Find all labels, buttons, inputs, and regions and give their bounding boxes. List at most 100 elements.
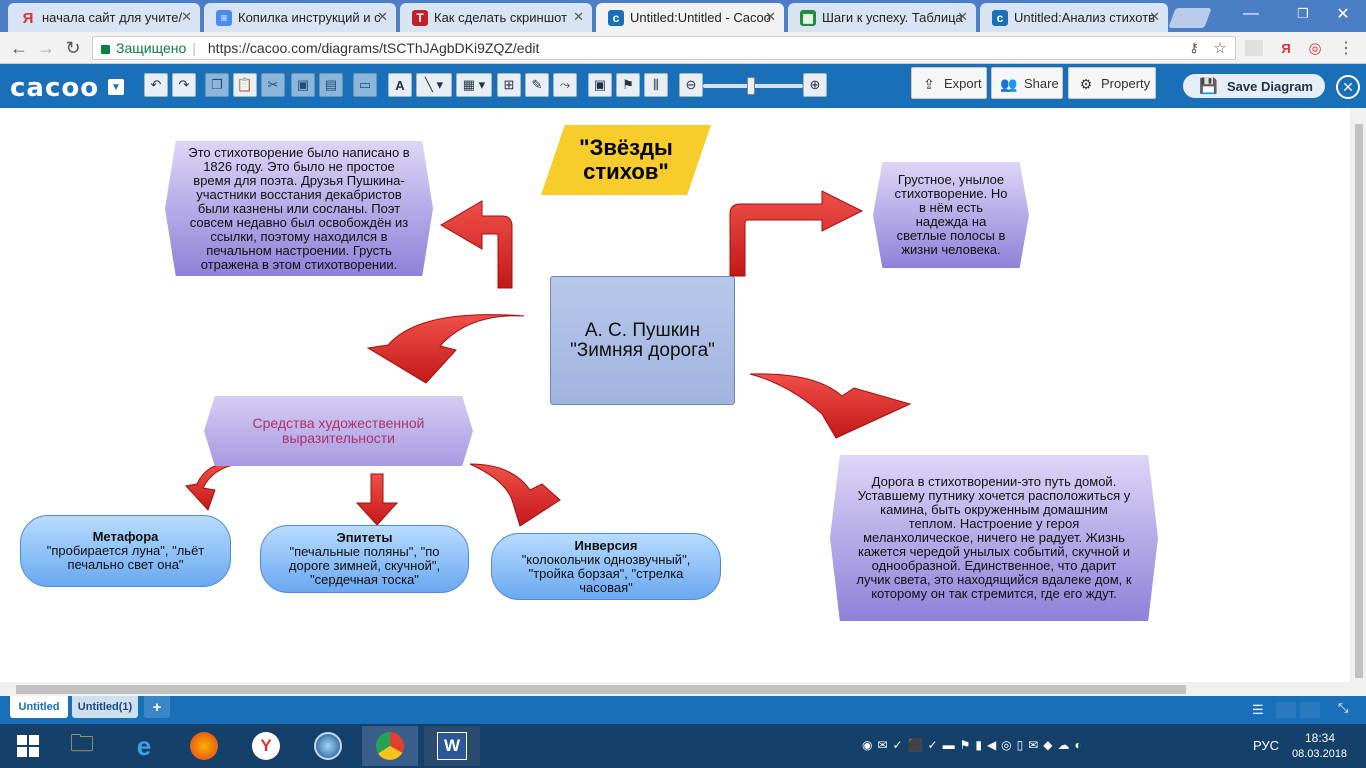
- browser-tab-6[interactable]: c Untitled:Анализ стихотв ✕: [980, 3, 1168, 32]
- sheet-tab-untitled[interactable]: Untitled: [10, 696, 68, 718]
- bookmark-star-icon[interactable]: ☆: [1213, 40, 1227, 57]
- close-editor-icon[interactable]: ✕: [1336, 75, 1360, 99]
- table-tool-icon[interactable]: ⊞: [497, 73, 521, 97]
- sheet-list-icon[interactable]: ☰: [1252, 702, 1264, 717]
- fullscreen-icon[interactable]: ⤡: [1338, 700, 1349, 715]
- firefox-icon[interactable]: [176, 726, 232, 766]
- yandex-favicon-icon: Я: [22, 9, 34, 27]
- close-tab-icon[interactable]: ✕: [1149, 9, 1160, 24]
- arrow-to-epithets[interactable]: [355, 473, 399, 526]
- url-field[interactable]: Защищено | https://cacoo.com/diagrams/tS…: [92, 36, 1236, 60]
- key-icon[interactable]: ⚷: [1189, 40, 1199, 55]
- docs-favicon-icon: ≡: [216, 10, 232, 26]
- undo-icon[interactable]: ↶: [144, 73, 168, 97]
- forward-arrow-icon[interactable]: →: [37, 37, 55, 58]
- means-of-expression[interactable]: Средства художественной выразительности: [204, 396, 473, 466]
- browser-tab-4-active[interactable]: c Untitled:Untitled - Cacoo ✕: [596, 3, 784, 32]
- menu-dots-icon[interactable]: ⋮: [1338, 40, 1354, 57]
- browser-tab-3[interactable]: T Как сделать скриншот ✕: [400, 3, 592, 32]
- redo-icon[interactable]: ↷: [172, 73, 196, 97]
- browser-tab-5[interactable]: ▦ Шаги к успеху. Таблица ✕: [788, 3, 976, 32]
- line-tool-icon[interactable]: ╲ ▾: [416, 73, 452, 97]
- close-tab-icon[interactable]: ✕: [957, 9, 968, 24]
- yandex-extension-icon[interactable]: Я: [1281, 40, 1291, 56]
- stencil-icon[interactable]: ▣: [588, 73, 612, 97]
- ungroup-icon[interactable]: ▤: [319, 73, 343, 97]
- new-tab-button[interactable]: [1168, 8, 1212, 28]
- arrow-to-history[interactable]: [440, 200, 513, 289]
- language-indicator[interactable]: РУС: [1253, 738, 1280, 753]
- close-tab-icon[interactable]: ✕: [377, 9, 388, 24]
- arrow-to-means[interactable]: [366, 314, 525, 384]
- browser-tab-1[interactable]: Я начала сайт для учите/ ✕: [8, 3, 200, 32]
- copy-icon[interactable]: ❐: [205, 73, 229, 97]
- chrome-icon[interactable]: [362, 726, 418, 766]
- target-extension-icon[interactable]: ◎: [1308, 40, 1322, 57]
- connector-tool-icon[interactable]: ⤳: [553, 73, 577, 97]
- export-label: Export: [944, 75, 982, 91]
- vertical-scroll-thumb[interactable]: [1355, 124, 1363, 678]
- share-label: Share: [1024, 75, 1059, 91]
- road-note[interactable]: Дорога в стихотворении-это путь домой. У…: [830, 455, 1158, 621]
- zoom-slider-handle[interactable]: [747, 77, 755, 95]
- zoom-in-icon[interactable]: ⊕: [803, 73, 827, 97]
- minimize-window-icon[interactable]: —: [1243, 5, 1259, 22]
- arrow-to-inversion[interactable]: [469, 463, 561, 527]
- export-button[interactable]: ⇪ Export: [911, 67, 987, 99]
- shape-tool-icon[interactable]: ▦ ▾: [456, 73, 492, 97]
- center-topic[interactable]: А. С. Пушкин "Зимняя дорога": [550, 276, 735, 405]
- horizontal-scroll-thumb[interactable]: [16, 685, 1186, 694]
- inversion-title: Инверсия: [574, 537, 638, 553]
- browser-tab-2[interactable]: ≡ Копилка инструкций и с ✕: [204, 3, 396, 32]
- clock-time[interactable]: 18:34: [1305, 731, 1336, 745]
- zoom-out-icon[interactable]: ⊖: [679, 73, 703, 97]
- reload-icon[interactable]: ↻: [65, 37, 81, 58]
- secure-indicator[interactable]: Защищено: [101, 40, 186, 56]
- tray-icons[interactable]: ◉✉✓⬛✓▬⚑▮◀◎▯✉◆☁◐: [862, 738, 1087, 752]
- url-divider: |: [192, 40, 196, 56]
- close-tab-icon[interactable]: ✕: [181, 9, 192, 24]
- save-label: Save Diagram: [1227, 78, 1313, 94]
- group-icon[interactable]: ▣: [291, 73, 315, 97]
- app-icon[interactable]: [300, 726, 356, 766]
- image-icon[interactable]: ⚑: [616, 73, 640, 97]
- restore-window-icon[interactable]: ❐: [1297, 6, 1309, 21]
- cut-icon[interactable]: ✂: [261, 73, 285, 97]
- arrow-to-metaphor[interactable]: [185, 462, 239, 511]
- align-icon[interactable]: ⫼: [644, 73, 668, 97]
- logo-dropdown-icon[interactable]: ▼: [108, 79, 124, 95]
- arrow-to-road[interactable]: [749, 373, 912, 439]
- close-window-icon[interactable]: ✕: [1336, 6, 1350, 23]
- paste-icon[interactable]: 📋: [233, 73, 257, 97]
- epithets-node[interactable]: Эпитеты "печальные поляны", "по дороге з…: [260, 525, 469, 593]
- property-button[interactable]: ⚙ Property: [1068, 67, 1156, 99]
- diagram-title[interactable]: "Звёзды стихов": [541, 125, 711, 195]
- note-icon[interactable]: ▭: [353, 73, 377, 97]
- firefox-logo: [190, 732, 218, 760]
- word-icon[interactable]: W: [424, 726, 480, 766]
- sheet-panel-icon[interactable]: [1276, 702, 1296, 718]
- text-tool-icon[interactable]: A: [388, 73, 412, 97]
- file-explorer-icon[interactable]: 🗀: [70, 729, 94, 757]
- windows-start-icon[interactable]: [0, 726, 56, 766]
- pen-tool-icon[interactable]: ✎: [525, 73, 549, 97]
- internet-explorer-icon[interactable]: e: [136, 730, 152, 761]
- save-diagram-button[interactable]: 💾 Save Diagram: [1183, 74, 1325, 98]
- metaphor-node[interactable]: Метафора "пробирается луна", "льёт печал…: [20, 515, 231, 587]
- share-button[interactable]: 👥 Share: [991, 67, 1063, 99]
- sheet-panel-icon[interactable]: [1300, 702, 1320, 718]
- close-tab-icon[interactable]: ✕: [573, 9, 584, 24]
- yandex-browser-icon[interactable]: Y: [238, 726, 294, 766]
- back-arrow-icon[interactable]: ←: [10, 37, 28, 58]
- history-note[interactable]: Это стихотворение было написано в 1826 г…: [165, 141, 433, 276]
- inversion-node[interactable]: Инверсия "колокольчик однозвучный", "тро…: [491, 533, 721, 600]
- tab-label: Untitled:Анализ стихотв: [1014, 10, 1156, 25]
- inversion-text: "колокольчик однозвучный", "тройка борза…: [521, 551, 691, 595]
- arrow-to-mood[interactable]: [729, 190, 864, 277]
- extension-icon[interactable]: [1245, 40, 1263, 56]
- mood-note[interactable]: Грустное, унылое стихотворение. Но в нём…: [873, 162, 1029, 268]
- close-tab-icon[interactable]: ✕: [765, 9, 776, 24]
- sheet-tab-untitled-1[interactable]: Untitled(1): [72, 696, 138, 718]
- clock-date[interactable]: 08.03.2018: [1292, 748, 1348, 760]
- add-sheet-icon[interactable]: +: [144, 696, 170, 718]
